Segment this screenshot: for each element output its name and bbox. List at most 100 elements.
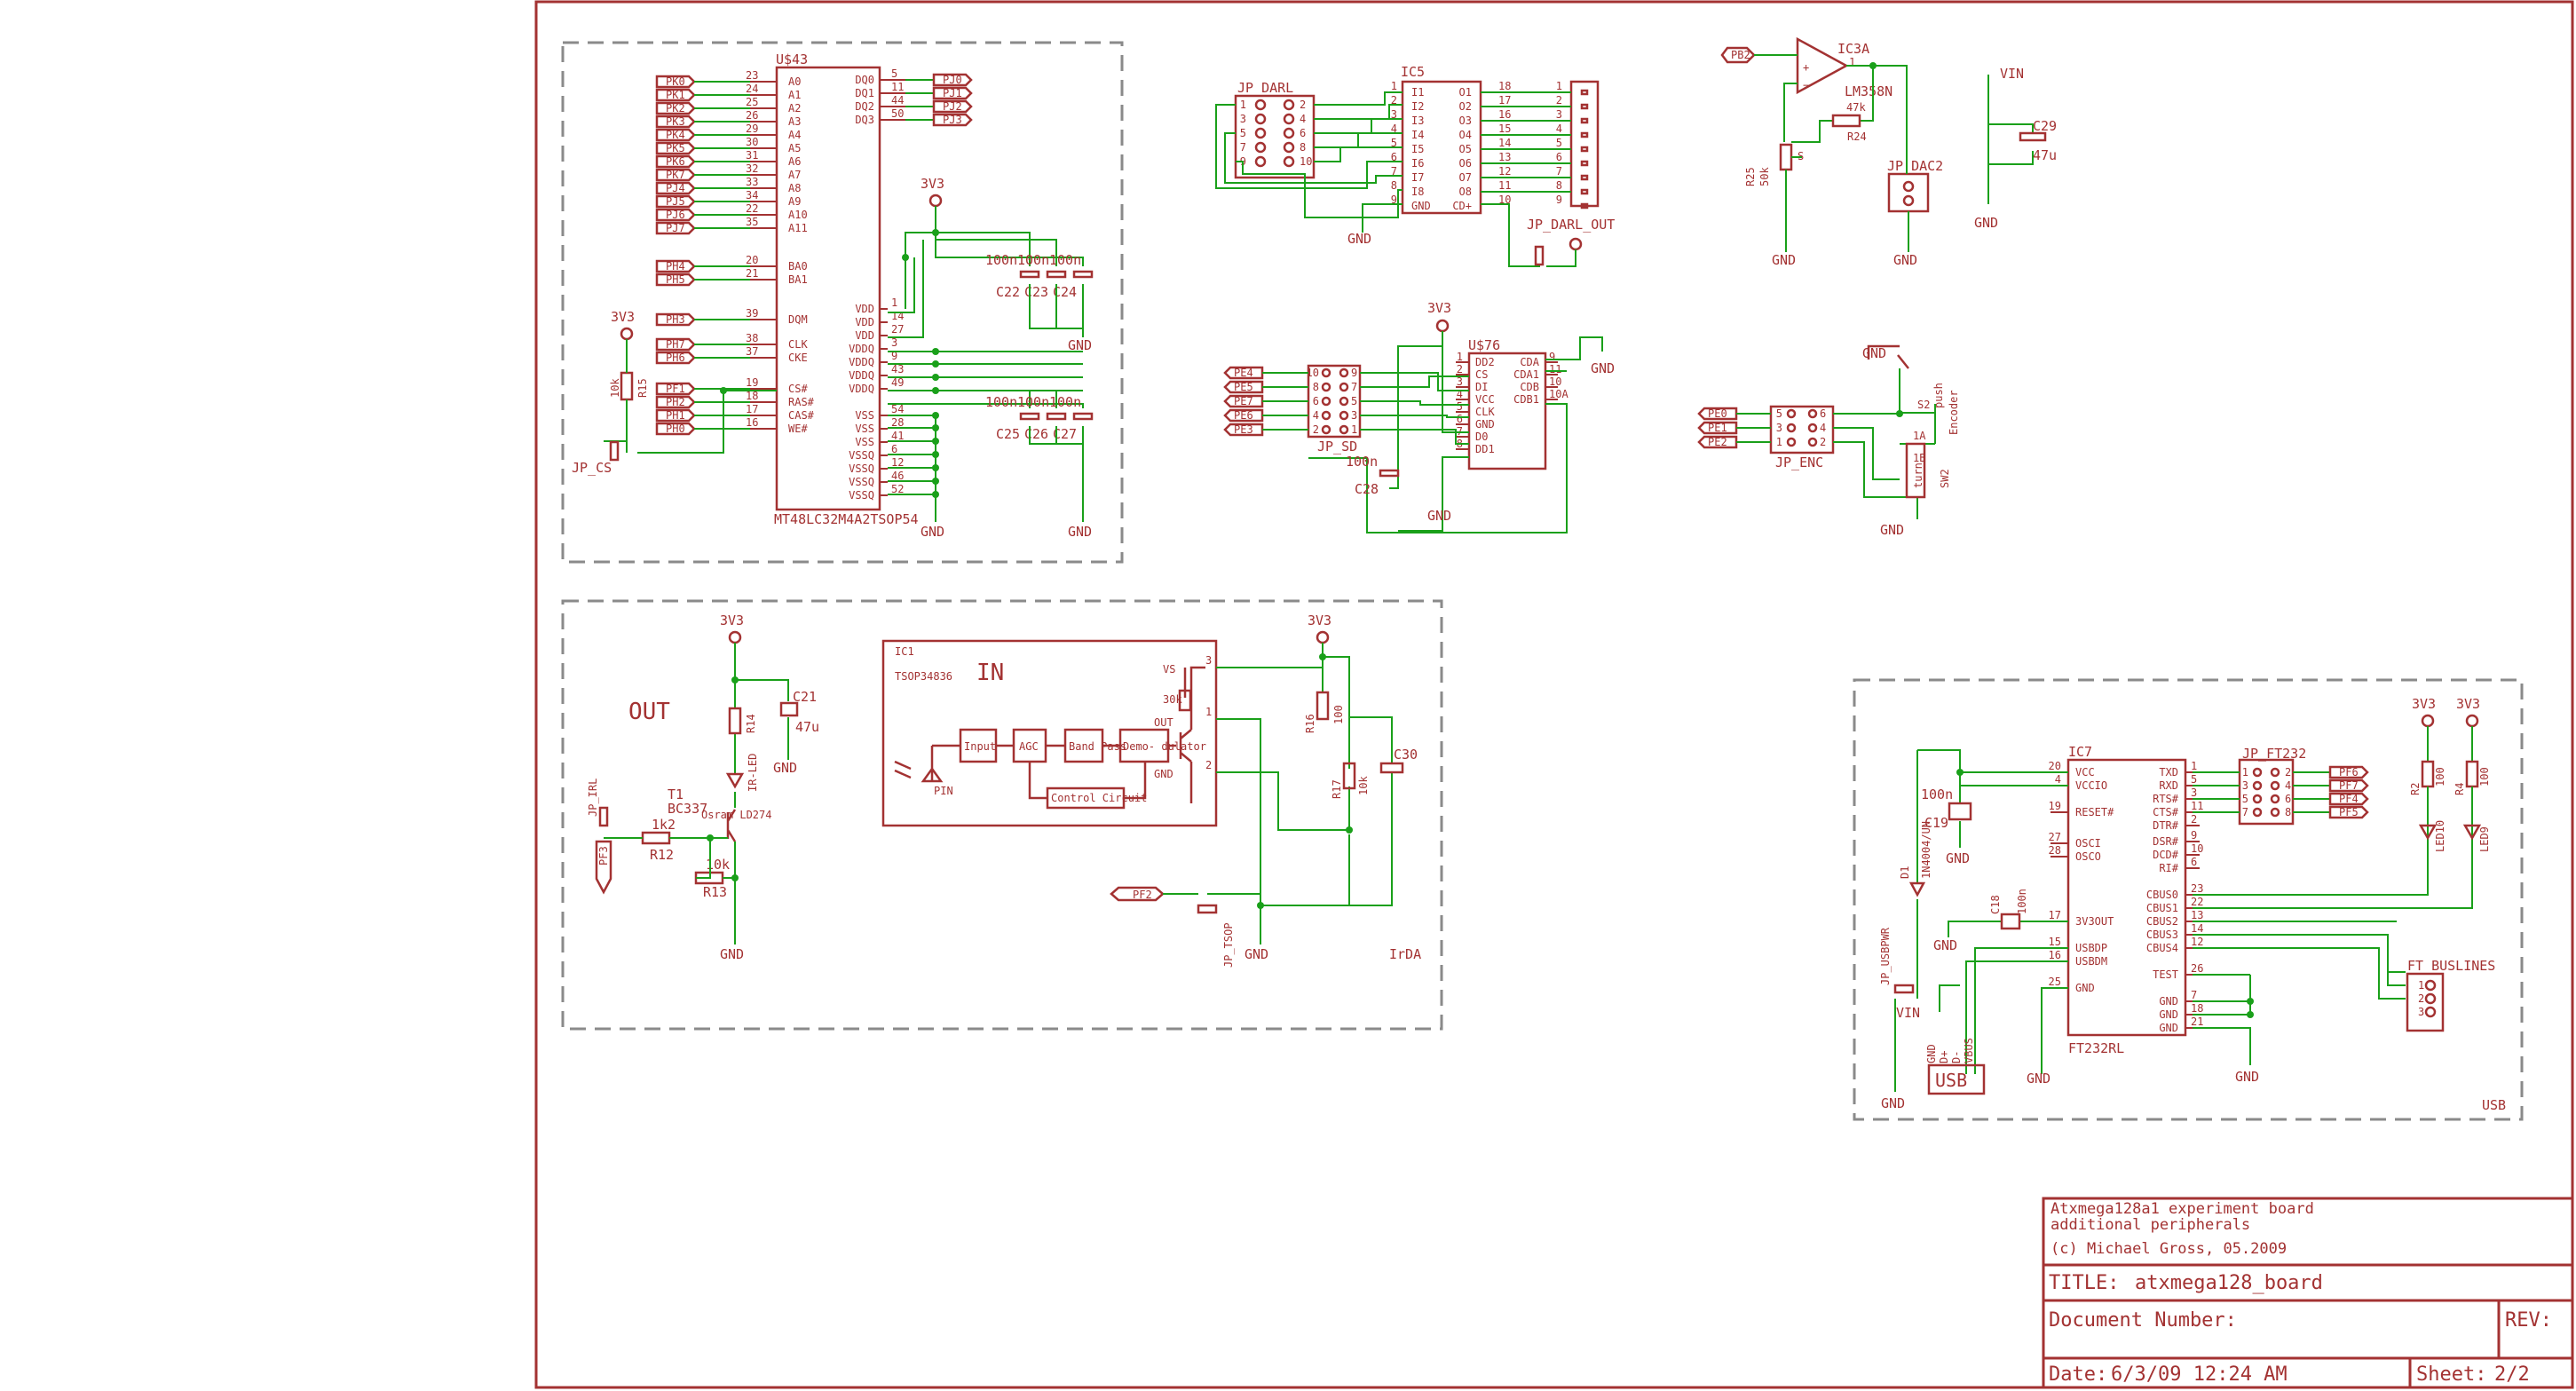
sd-pin-num: 11 <box>1549 363 1561 375</box>
jp-enc-header <box>1769 405 1835 454</box>
ic5-pin-num: 10 <box>1498 194 1511 206</box>
r17-value: 10k <box>1357 776 1370 795</box>
c28-cap <box>1379 469 1400 478</box>
ic5-pin-num: 5 <box>1391 137 1397 149</box>
sdram-pin-num: 5 <box>891 67 897 80</box>
r12-name: R12 <box>650 847 674 863</box>
sdram-net-flag <box>655 259 696 273</box>
r24-resistor <box>1831 114 1861 128</box>
header-pin <box>1254 113 1267 125</box>
tb-sheet-label: Sheet: <box>2416 1363 2486 1386</box>
decoupling-cap <box>1046 412 1067 421</box>
jp-cs-label: JP_CS <box>572 460 612 476</box>
ic5-pin-num: 17 <box>1498 94 1511 107</box>
tsop-pin-1: 1 <box>1205 706 1212 718</box>
ft-pin-name: CBUS0 <box>2146 889 2178 901</box>
header-pin-num: 5 <box>1240 127 1246 139</box>
sdram-pin-num: 17 <box>746 403 758 415</box>
sdram-net: PK0 <box>666 75 685 88</box>
header-pin-num: 1 <box>2242 766 2248 778</box>
sd-cd-wires <box>1308 336 1603 533</box>
cap-value: 100n <box>985 394 1017 410</box>
conn-pin <box>1580 202 1589 209</box>
ft-pin-num: 3 <box>2191 786 2197 799</box>
sd-pin-name: GND <box>1475 418 1495 431</box>
ic5-pin-num: 3 <box>1391 108 1397 121</box>
r16-value: 100 <box>1332 705 1345 724</box>
cap-value: 100n <box>1017 252 1049 268</box>
dac-gnd-2: GND <box>1893 252 1917 268</box>
usb-gnd-4: GND <box>2027 1071 2051 1087</box>
vin-cap-block: VIN C29 47u GND <box>1974 66 2057 231</box>
ic5-pin-num: 14 <box>1498 137 1511 149</box>
sdram-ic-body <box>775 66 881 511</box>
sd-net: PE7 <box>1234 395 1253 407</box>
enc-pin-a: 1A <box>1913 430 1926 442</box>
usb-conn-pin: GND <box>1925 1044 1938 1063</box>
conn-pin <box>1580 160 1589 167</box>
sdram-net-flag <box>655 273 696 287</box>
sdram-net-flag <box>655 88 696 102</box>
header-pin <box>2424 992 2437 1005</box>
sdram-pin-name: A10 <box>788 209 808 221</box>
irda-in-gnd: GND <box>1245 946 1268 962</box>
header-pin-num: 4 <box>1300 113 1306 125</box>
sdram-pin-num: 38 <box>746 332 758 344</box>
r15-value: 10k <box>609 378 621 398</box>
tsop-pin-gnd: GND <box>1154 768 1173 780</box>
ft-pin-num: 26 <box>2191 962 2203 975</box>
header-pin <box>1321 382 1331 392</box>
sdram-pin-name: A4 <box>788 129 801 141</box>
tb-project-line2: additional peripherals <box>2051 1216 2250 1234</box>
d1-diode <box>1908 881 1926 897</box>
ft-net: PF4 <box>2339 793 2359 805</box>
sdram-vddq-wires <box>888 240 1084 408</box>
sdram-net: PH6 <box>666 352 685 364</box>
header-pin-num: 3 <box>1776 422 1782 434</box>
c19-capacitor <box>1948 802 1972 821</box>
header-pin-num: 7 <box>1240 141 1246 154</box>
tb-sheet: 2/2 <box>2494 1363 2530 1386</box>
ft-pin-name: DCD# <box>2153 849 2179 861</box>
ft-net: PF5 <box>2339 806 2359 818</box>
jp-tsop-label: JP_TSOP <box>1222 922 1235 968</box>
tb-project-line1: Atxmega128a1 experiment board <box>2051 1200 2314 1218</box>
ic5-pin-num: 8 <box>1391 179 1397 192</box>
supply-3v3-symbol <box>2421 714 2435 728</box>
ft-pin-name: DSR# <box>2153 835 2179 848</box>
ic5-pin-name: I1 <box>1411 86 1424 99</box>
header-pin <box>1254 127 1267 139</box>
ic5-pin-num: 4 <box>1391 123 1397 135</box>
tb-copyright: (c) Michael Gross, 05.2009 <box>2051 1240 2287 1258</box>
junction <box>902 254 909 261</box>
ic5-pin-name: O6 <box>1459 157 1472 170</box>
junction <box>1896 410 1903 417</box>
dac-block: PB2 + − IC3A 1 LM358N 47k R24 S R25 50k … <box>1720 36 1943 268</box>
ft-pin-name: GND <box>2159 1008 2178 1021</box>
header-pin <box>1786 423 1797 433</box>
ic5-pin-name: I6 <box>1411 157 1424 170</box>
sdram-pin-num: 18 <box>746 390 758 402</box>
sdram-pin-name: RAS# <box>788 396 815 408</box>
sdram-pin-num: 22 <box>746 202 758 215</box>
led-resistor-value: 100 <box>2434 767 2446 786</box>
header-pin-num: 3 <box>1240 113 1246 125</box>
header-pin <box>1321 368 1331 378</box>
sdram-pin-num: 50 <box>891 107 904 120</box>
ft-pin-num: 16 <box>2049 949 2061 961</box>
ft-buslines-label: FT_BUSLINES <box>2407 958 2495 974</box>
pf2-net: PF2 <box>1133 889 1152 901</box>
jp-dac2-label: JP_DAC2 <box>1887 158 1943 174</box>
usb-conn-pin: D- <box>1950 1051 1963 1063</box>
ft-buslines-pins: 123 <box>2418 979 2437 1018</box>
ft-net-flag <box>2328 778 2369 793</box>
sdram-pin-num: 9 <box>891 350 897 362</box>
header-pin <box>1339 368 1349 378</box>
sd-pin-name: CLK <box>1475 406 1495 418</box>
led-supply: 3V3 <box>2412 696 2436 712</box>
